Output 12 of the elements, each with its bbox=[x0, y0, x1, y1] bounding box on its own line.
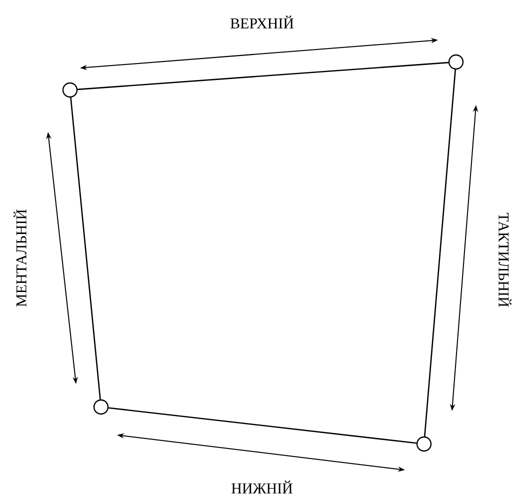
side-line bbox=[70, 98, 101, 400]
side-line bbox=[78, 62, 448, 90]
vertex-circle bbox=[448, 54, 464, 70]
side-line bbox=[424, 70, 456, 436]
side-label: ВЕРХНІЙ bbox=[230, 16, 294, 28]
side-label: ТАКТИЛЬНІЙ bbox=[498, 212, 512, 307]
side-label: НИЖНІЙ bbox=[232, 480, 292, 494]
side-line bbox=[108, 407, 417, 444]
side-label: МЕНТАЛЬНІЙ bbox=[14, 209, 26, 307]
vertex-circle bbox=[62, 82, 78, 98]
vertex-circle bbox=[416, 436, 432, 452]
vertex-circle bbox=[93, 399, 109, 415]
